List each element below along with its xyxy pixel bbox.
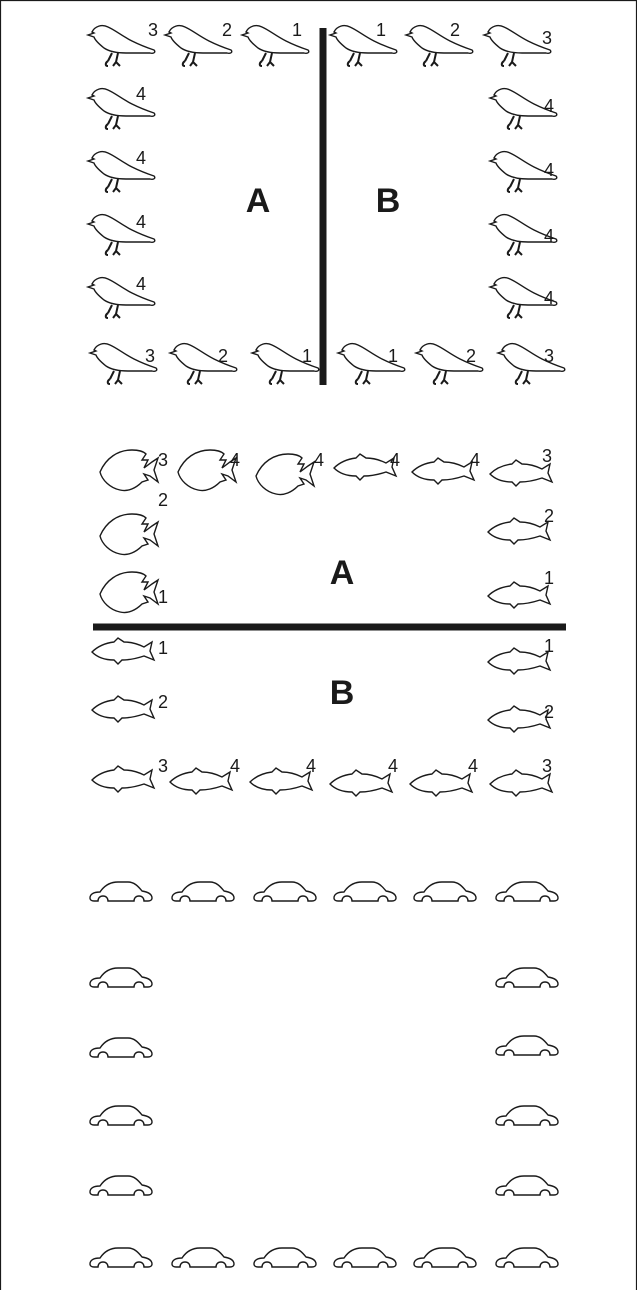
car-figure xyxy=(171,881,235,902)
car-figure xyxy=(89,967,153,988)
bird-number: 4 xyxy=(136,212,146,232)
car-figure xyxy=(89,1247,153,1268)
bird-number: 4 xyxy=(136,84,146,104)
fish-figure xyxy=(487,705,551,733)
bird-number: 1 xyxy=(376,20,386,40)
fish-number: 3 xyxy=(158,756,168,776)
bird-figure xyxy=(497,342,566,385)
bird-number: 2 xyxy=(450,20,460,40)
fish-number: 2 xyxy=(544,702,554,722)
fish-figure xyxy=(249,767,313,795)
car-figure xyxy=(89,1175,153,1196)
car-figure xyxy=(495,1105,559,1126)
fish-figure xyxy=(333,453,397,481)
bird-number: 3 xyxy=(542,28,552,48)
car-figure xyxy=(495,1175,559,1196)
fish-number: 3 xyxy=(158,450,168,470)
bird-number: 4 xyxy=(544,160,554,180)
fish-number: 4 xyxy=(388,756,398,776)
bird-number: 1 xyxy=(292,20,302,40)
car-figure xyxy=(333,881,397,902)
car-figure xyxy=(253,881,317,902)
car-figure xyxy=(495,967,559,988)
bird-number: 3 xyxy=(544,346,554,366)
fish-number: 1 xyxy=(158,638,168,658)
fish-number: 1 xyxy=(544,568,554,588)
car-figure xyxy=(171,1247,235,1268)
fish-number: 4 xyxy=(230,450,240,470)
fish-label-b: B xyxy=(330,674,355,712)
bird-figure xyxy=(329,24,398,68)
fish-number: 4 xyxy=(306,756,316,776)
bird-number: 4 xyxy=(136,148,146,168)
fish-number: 4 xyxy=(230,756,240,776)
fish-number: 4 xyxy=(314,450,324,470)
fish-figure xyxy=(99,449,159,492)
bird-number: 3 xyxy=(145,346,155,366)
fish-number: 2 xyxy=(544,506,554,526)
bird-number: 1 xyxy=(302,346,312,366)
bird-number: 4 xyxy=(544,288,554,308)
bird-number: 1 xyxy=(388,346,398,366)
bird-number: 2 xyxy=(222,20,232,40)
car-figure xyxy=(89,881,153,902)
fish-number: 1 xyxy=(544,636,554,656)
bird-figure xyxy=(483,24,552,68)
fish-number: 1 xyxy=(158,587,168,607)
bird-number: 2 xyxy=(466,346,476,366)
bird-number: 2 xyxy=(218,346,228,366)
car-figure xyxy=(495,1247,559,1268)
car-figure xyxy=(413,881,477,902)
car-figure xyxy=(89,1105,153,1126)
fish-label-a: A xyxy=(330,554,355,592)
bird-figure xyxy=(87,24,156,68)
fish-figure xyxy=(177,449,237,492)
fish-figure xyxy=(409,769,473,797)
bird-number: 4 xyxy=(544,96,554,116)
bird-figure xyxy=(405,24,474,68)
cars-panel xyxy=(89,881,559,1268)
car-figure xyxy=(333,1247,397,1268)
car-figure xyxy=(495,881,559,902)
fish-figure xyxy=(169,767,233,795)
fish-number: 2 xyxy=(158,490,168,510)
fish-figure xyxy=(99,571,159,614)
fish-figure xyxy=(99,513,159,556)
bird-number: 4 xyxy=(544,226,554,246)
fish-figure xyxy=(91,695,155,723)
fish-figure xyxy=(411,457,475,485)
fish-number: 2 xyxy=(158,692,168,712)
bird-number: 3 xyxy=(148,20,158,40)
fish-figure xyxy=(329,769,393,797)
birds-panel: A B 3 2 1 1 2 3 4 4 4 4 4 4 4 4 xyxy=(87,20,566,385)
fish-number: 4 xyxy=(468,756,478,776)
fish-number: 4 xyxy=(390,450,400,470)
fish-figure xyxy=(487,517,551,545)
fish-number: 3 xyxy=(542,446,552,466)
fish-figure xyxy=(91,637,155,665)
bird-number: 4 xyxy=(136,274,146,294)
fish-figure xyxy=(255,453,315,496)
birds-label-a: A xyxy=(246,182,271,220)
car-figure xyxy=(89,1037,153,1058)
car-figure xyxy=(253,1247,317,1268)
fish-figure xyxy=(487,581,551,609)
car-figure xyxy=(413,1247,477,1268)
fish-number: 3 xyxy=(542,756,552,776)
fish-panel: A B 3 4 4 4 4 3 2 1 2 1 1 2 1 2 3 xyxy=(91,446,566,797)
fish-figure xyxy=(91,765,155,793)
birds-label-b: B xyxy=(376,182,401,220)
fish-number: 4 xyxy=(470,450,480,470)
fish-figure xyxy=(487,647,551,675)
car-figure xyxy=(495,1035,559,1056)
